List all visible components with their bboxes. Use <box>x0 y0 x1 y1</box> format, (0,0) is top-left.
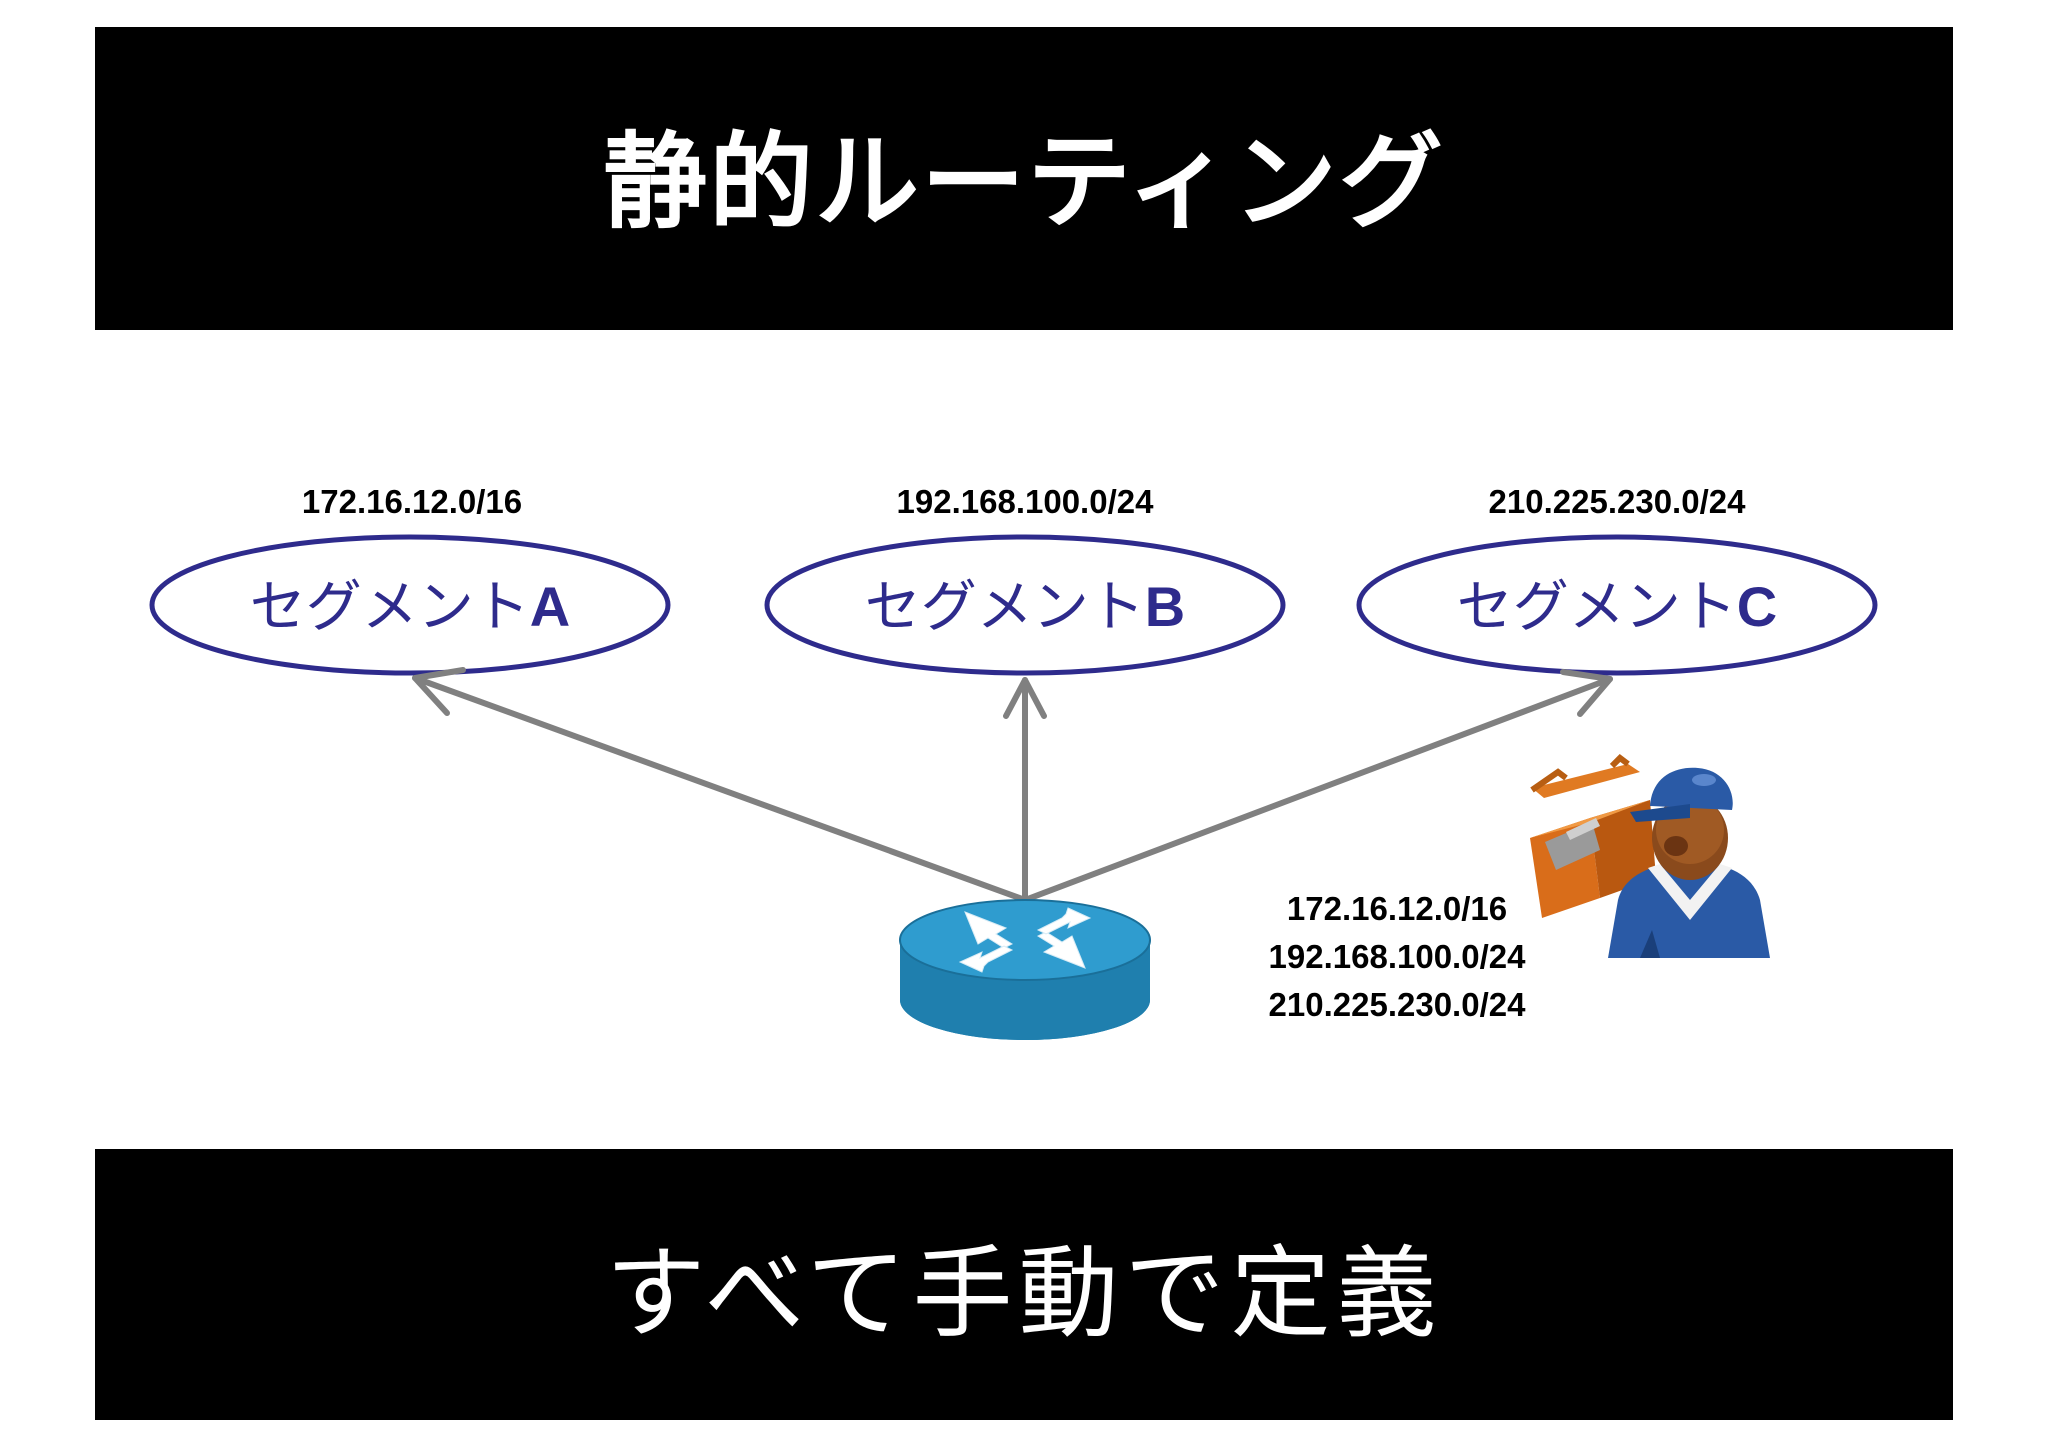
segment-a-name: セグメント <box>250 575 530 640</box>
routing-table: 172.16.12.0/16 192.168.100.0/24 210.225.… <box>1269 890 1527 1023</box>
svg-text:セグメントA: セグメントA <box>250 575 570 640</box>
administrator-with-toolbox-icon <box>1530 754 1770 958</box>
arrow-to-segment-a <box>412 675 1028 903</box>
segment-c: セグメントC <box>1356 534 1878 676</box>
segment-b-ellipse <box>764 534 1286 676</box>
segment-c-cidr: 210.225.230.0/24 <box>1489 483 1747 520</box>
segment-a-letter: A <box>530 575 570 638</box>
arrowhead-b <box>1003 677 1047 719</box>
arrow-to-segment-c <box>1022 676 1613 903</box>
router-icon <box>899 899 1151 1040</box>
svg-text:セグメントB: セグメントB <box>865 575 1185 640</box>
routing-entry: 172.16.12.0/16 <box>1287 890 1507 927</box>
segment-c-name: セグメント <box>1457 575 1737 640</box>
segment-a: セグメントA <box>149 534 671 676</box>
segment-b: セグメントB <box>764 534 1286 676</box>
segment-c-ellipse <box>1356 534 1878 676</box>
title-banner: 静的ルーティング <box>95 27 1953 330</box>
routing-entry: 210.225.230.0/24 <box>1269 986 1527 1023</box>
segment-b-cidr: 192.168.100.0/24 <box>897 483 1155 520</box>
segment-b-letter: B <box>1145 575 1185 638</box>
slide-title: 静的ルーティング <box>603 121 1445 243</box>
segment-b-name: セグメント <box>865 575 1145 640</box>
subtitle-banner: すべて手動で定義 <box>95 1149 1953 1420</box>
segment-c-letter: C <box>1737 575 1777 638</box>
segment-a-cidr: 172.16.12.0/16 <box>302 483 522 520</box>
slide-subtitle: すべて手動で定義 <box>605 1235 1443 1352</box>
arrowhead-a <box>412 667 466 716</box>
segment-a-ellipse <box>149 534 671 676</box>
svg-text:セグメントC: セグメントC <box>1457 575 1777 640</box>
arrowhead-c <box>1560 669 1613 717</box>
routing-entry: 192.168.100.0/24 <box>1269 938 1527 975</box>
